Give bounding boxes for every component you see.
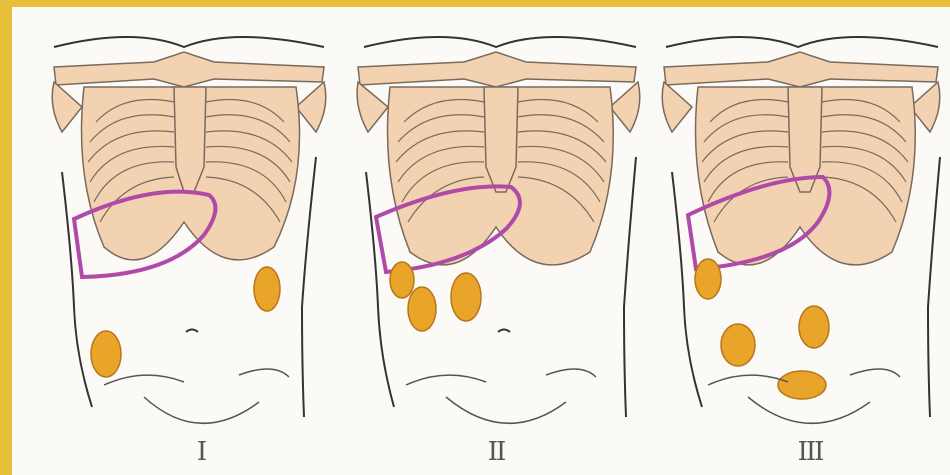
kidney-left-lower xyxy=(408,287,436,331)
clavicles xyxy=(358,52,636,87)
kidney-right xyxy=(451,273,481,321)
neck-line xyxy=(666,37,938,47)
sternum xyxy=(484,87,518,192)
pelvis-line-left xyxy=(406,375,486,385)
panel-1: I xyxy=(34,7,346,475)
navel xyxy=(186,330,198,333)
panel-label: II xyxy=(466,437,526,467)
torso-illustration-2 xyxy=(346,7,658,475)
pelvis-line-left xyxy=(708,375,788,385)
body-outline-left xyxy=(62,172,92,407)
kidney-left-lower xyxy=(721,324,755,366)
clavicles xyxy=(664,52,938,87)
neck-line xyxy=(54,37,324,47)
panel-label: I xyxy=(171,437,231,467)
scapula-right xyxy=(296,82,326,132)
kidney-right xyxy=(799,306,829,348)
kidney-left-lower xyxy=(91,331,121,377)
torso-illustration-1 xyxy=(34,7,346,475)
panel-2: II xyxy=(346,7,658,475)
navel xyxy=(498,330,510,333)
scapula-left xyxy=(662,82,692,132)
kidney-right-upper xyxy=(254,267,280,311)
pelvis-line-right xyxy=(239,369,289,377)
body-outline-right xyxy=(928,157,940,417)
neck-line xyxy=(364,37,636,47)
scapula-right xyxy=(610,82,640,132)
panel-label: III xyxy=(780,437,840,467)
kidney-left-upper xyxy=(695,259,721,299)
pelvis-curve xyxy=(748,397,870,423)
scapula-left xyxy=(52,82,82,132)
pelvis-line-left xyxy=(104,375,184,385)
torso-illustration-3 xyxy=(638,7,950,475)
pelvis-curve xyxy=(446,397,566,423)
panel-3: III xyxy=(638,7,950,475)
pelvis-line-right xyxy=(850,369,900,377)
body-outline-right xyxy=(624,157,636,417)
pelvis-line-right xyxy=(546,369,596,377)
figure-frame: I xyxy=(12,7,950,475)
kidney-left-upper xyxy=(390,262,414,298)
body-outline-left xyxy=(366,172,394,407)
kidney-pelvic xyxy=(778,371,826,399)
clavicles xyxy=(54,52,324,87)
body-outline-right xyxy=(302,157,316,417)
pelvis-curve xyxy=(144,397,259,423)
scapula-left xyxy=(357,82,388,132)
